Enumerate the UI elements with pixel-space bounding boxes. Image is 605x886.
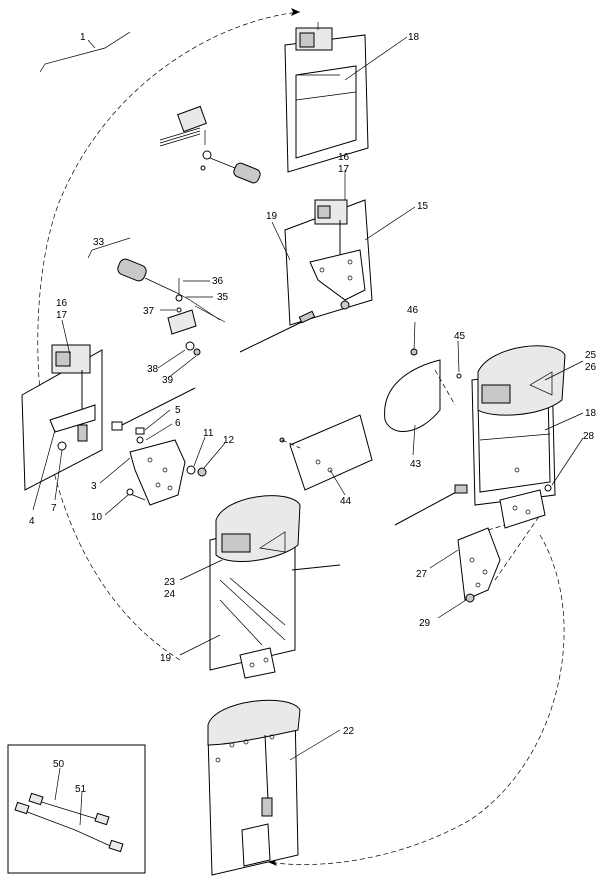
callout-16b: 16: [56, 298, 68, 309]
callout-22: 22: [343, 726, 355, 737]
callout-39: 39: [162, 375, 174, 386]
lamp-plate-upper: [239, 199, 373, 353]
number-plate-holder: [279, 414, 373, 491]
callout-23: 23: [164, 577, 176, 588]
bracket-lower-right: [394, 484, 552, 603]
callout-12: 12: [223, 435, 235, 446]
leader-lines: [32, 31, 584, 826]
callout-19b: 19: [160, 653, 172, 664]
callout-44: 44: [340, 496, 352, 507]
callout-11: 11: [203, 428, 214, 439]
connector-top: [159, 105, 261, 184]
connector-kit-left: [117, 258, 226, 356]
lamp-bracket-right: [471, 345, 566, 506]
callout-17b: 17: [56, 310, 68, 321]
callout-43: 43: [410, 459, 422, 470]
callout-51: 51: [75, 784, 87, 795]
lamp-plate-middle: [209, 495, 341, 679]
assembly-arc-bottom: [267, 534, 565, 865]
callout-33: 33: [93, 237, 105, 248]
arrowhead-top: [291, 8, 300, 16]
callout-46: 46: [407, 305, 419, 316]
callout-25: 25: [585, 350, 597, 361]
callout-19a: 19: [266, 211, 278, 222]
callout-10: 10: [91, 512, 103, 523]
callout-5: 5: [175, 405, 181, 416]
callout-7: 7: [51, 503, 57, 514]
callout-37: 37: [143, 306, 155, 317]
callout-15: 15: [417, 201, 429, 212]
callout-17a: 17: [338, 164, 350, 175]
callout-1: 1: [80, 32, 86, 43]
lamp-plate-bottom: [207, 699, 301, 876]
callout-18a: 18: [408, 32, 420, 43]
callout-28: 28: [583, 431, 595, 442]
lamp-plate-left: [21, 344, 103, 491]
callout-18b: 18: [585, 408, 597, 419]
callout-38: 38: [147, 364, 159, 375]
inset-box: [7, 744, 146, 874]
callout-29: 29: [419, 618, 431, 629]
lamp-bracket-top: [284, 22, 369, 173]
callout-24: 24: [164, 589, 176, 600]
callout-3: 3: [91, 481, 97, 492]
callout-26: 26: [585, 362, 597, 373]
callout-labels: 1 18 16 17 15 19 33 36 35 37 16 17 38 39…: [29, 32, 597, 795]
mounting-bracket-small: [126, 427, 207, 506]
callout-35: 35: [217, 292, 229, 303]
callout-50: 50: [53, 759, 65, 770]
callout-27: 27: [416, 569, 428, 580]
cable-tie: [111, 387, 196, 431]
reflector-disc: [384, 348, 462, 432]
callout-45: 45: [454, 331, 466, 342]
callout-4: 4: [29, 516, 35, 527]
callout-6: 6: [175, 418, 181, 429]
callout-16a: 16: [338, 152, 350, 163]
assembly-arc-top: [37, 11, 301, 661]
callout-36: 36: [212, 276, 224, 287]
